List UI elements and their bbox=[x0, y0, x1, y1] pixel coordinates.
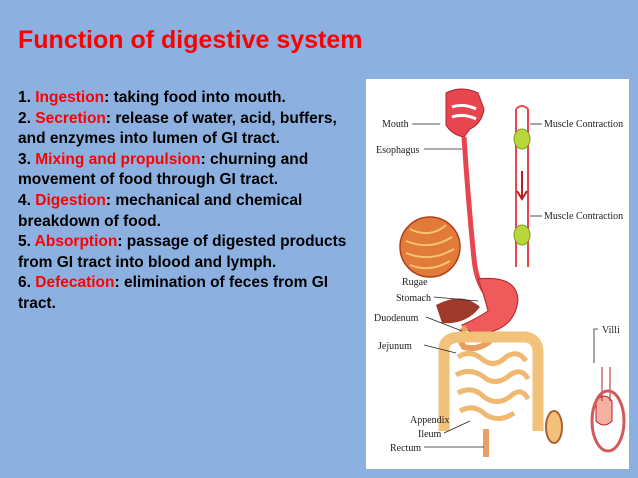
rugae-folds-shape bbox=[405, 224, 455, 270]
item-description: : churning and movement of food through … bbox=[18, 150, 309, 189]
list-item: 4. Digestion: mechanical and chemical br… bbox=[18, 191, 358, 232]
food-bolus-shape bbox=[513, 224, 531, 246]
mouth-shape bbox=[445, 88, 485, 138]
item-term: Mixing and propulsion bbox=[35, 150, 201, 168]
item-number: 1. bbox=[18, 89, 31, 106]
appendix-label: Appendix bbox=[410, 415, 449, 426]
small-intestine-shape bbox=[454, 351, 531, 421]
muscle-contraction-text: Muscle Contraction bbox=[544, 211, 623, 222]
item-number: 6. bbox=[18, 274, 31, 292]
digestive-system-diagram: Mouth Esophagus Rugae Stomach Duodenum J… bbox=[374, 88, 626, 457]
liver-shape bbox=[436, 298, 480, 324]
item-number: 5. bbox=[18, 233, 31, 251]
item-number: 4. bbox=[18, 191, 31, 209]
villi-shape bbox=[595, 367, 613, 426]
item-term: Ingestion bbox=[35, 89, 105, 106]
esophagus-shape bbox=[461, 136, 487, 293]
item-description: : passage of digested products from GI t… bbox=[18, 233, 347, 271]
muscle-contraction-label-2: Muscle Contraction bbox=[544, 211, 623, 222]
list-item: 1. Ingestion: taking food into mouth. bbox=[18, 88, 358, 109]
item-term: Secretion bbox=[35, 109, 106, 127]
item-term: Defecation bbox=[35, 274, 115, 292]
muscle-contraction-label-1: Muscle Contraction bbox=[544, 119, 623, 130]
label-line bbox=[593, 328, 598, 363]
jejunum-label: Jejunum bbox=[378, 341, 412, 352]
slide-title: Function of digestive system bbox=[18, 26, 363, 54]
label-line bbox=[433, 296, 479, 302]
item-term: Digestion bbox=[35, 191, 106, 209]
label-line bbox=[425, 316, 463, 332]
rugae-label: Rugae bbox=[402, 277, 428, 288]
stomach-label: Stomach bbox=[396, 293, 431, 304]
duodenum-label: Duodenum bbox=[374, 313, 419, 324]
list-item: 3. Mixing and propulsion: churning and m… bbox=[18, 150, 358, 191]
peristalsis-arrow-shape bbox=[516, 190, 528, 201]
muscle-contraction-text: Muscle Contraction bbox=[544, 119, 623, 130]
rectum-label: Rectum bbox=[390, 443, 421, 454]
peristalsis-tube-shape bbox=[515, 105, 529, 110]
item-description: : taking food into mouth. bbox=[104, 89, 286, 106]
villi-tube-shape bbox=[590, 389, 626, 453]
label-line bbox=[423, 344, 457, 354]
digestive-diagram-panel: Mouth Esophagus Rugae Stomach Duodenum J… bbox=[366, 79, 629, 469]
teeth-shape bbox=[451, 113, 477, 121]
item-number: 2. bbox=[18, 109, 31, 127]
intestine-cross-section-shape bbox=[545, 410, 563, 444]
esophagus-label: Esophagus bbox=[376, 145, 419, 156]
list-item: 2. Secretion: release of water, acid, bu… bbox=[18, 109, 358, 150]
teeth-shape bbox=[451, 103, 477, 111]
list-item: 6. Defecation: elimination of feces from… bbox=[18, 273, 358, 314]
item-description: : elimination of feces from GI tract. bbox=[18, 274, 329, 312]
item-description: : release of water, acid, buffers, and e… bbox=[18, 109, 337, 148]
villi-label: Villi bbox=[602, 325, 620, 336]
list-item: 5. Absorption: passage of digested produ… bbox=[18, 232, 358, 273]
large-intestine-shape bbox=[438, 331, 544, 431]
item-description: : mechanical and chemical breakdown of f… bbox=[18, 191, 303, 230]
function-list: 1. Ingestion: taking food into mouth. 2.… bbox=[18, 88, 358, 315]
label-line bbox=[443, 420, 471, 434]
item-number: 3. bbox=[18, 150, 31, 168]
mouth-label: Mouth bbox=[382, 119, 409, 130]
item-term: Absorption bbox=[34, 233, 118, 251]
ileum-label: Ileum bbox=[418, 429, 442, 440]
food-bolus-shape bbox=[513, 128, 531, 150]
